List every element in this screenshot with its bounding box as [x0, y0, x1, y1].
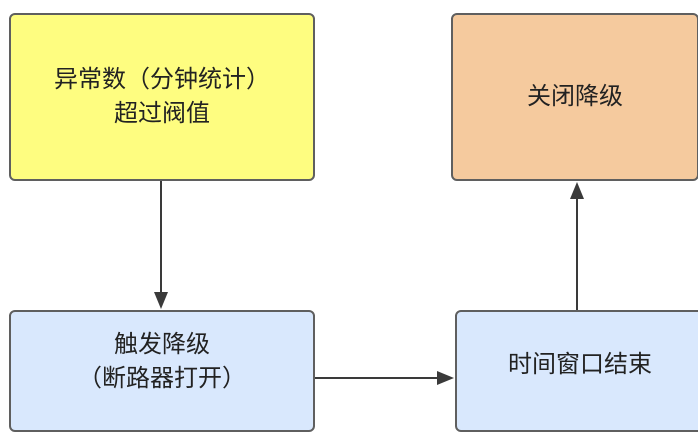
- node-time-window-end: 时间窗口结束: [455, 310, 698, 432]
- node-exception-threshold: 异常数（分钟统计） 超过阀值: [9, 13, 315, 181]
- connector-arrows: [154, 181, 584, 385]
- arrow-threshold-to-trigger: [154, 181, 168, 309]
- arrow-trigger-to-window-end: [315, 371, 454, 385]
- arrow-window-end-to-close: [570, 182, 584, 310]
- node-trigger-degrade: 触发降级 （断路器打开）: [9, 310, 315, 432]
- flowchart: 异常数（分钟统计） 超过阀值 关闭降级 触发降级 （断路器打开） 时间窗口结束: [9, 13, 698, 432]
- node-trigger-degrade-label: 触发降级 （断路器打开）: [78, 330, 246, 392]
- node-time-window-end-label: 时间窗口结束: [508, 350, 652, 379]
- node-exception-threshold-label: 异常数（分钟统计） 超过阀值: [54, 65, 270, 127]
- node-close-degrade-label: 关闭降级: [527, 82, 623, 111]
